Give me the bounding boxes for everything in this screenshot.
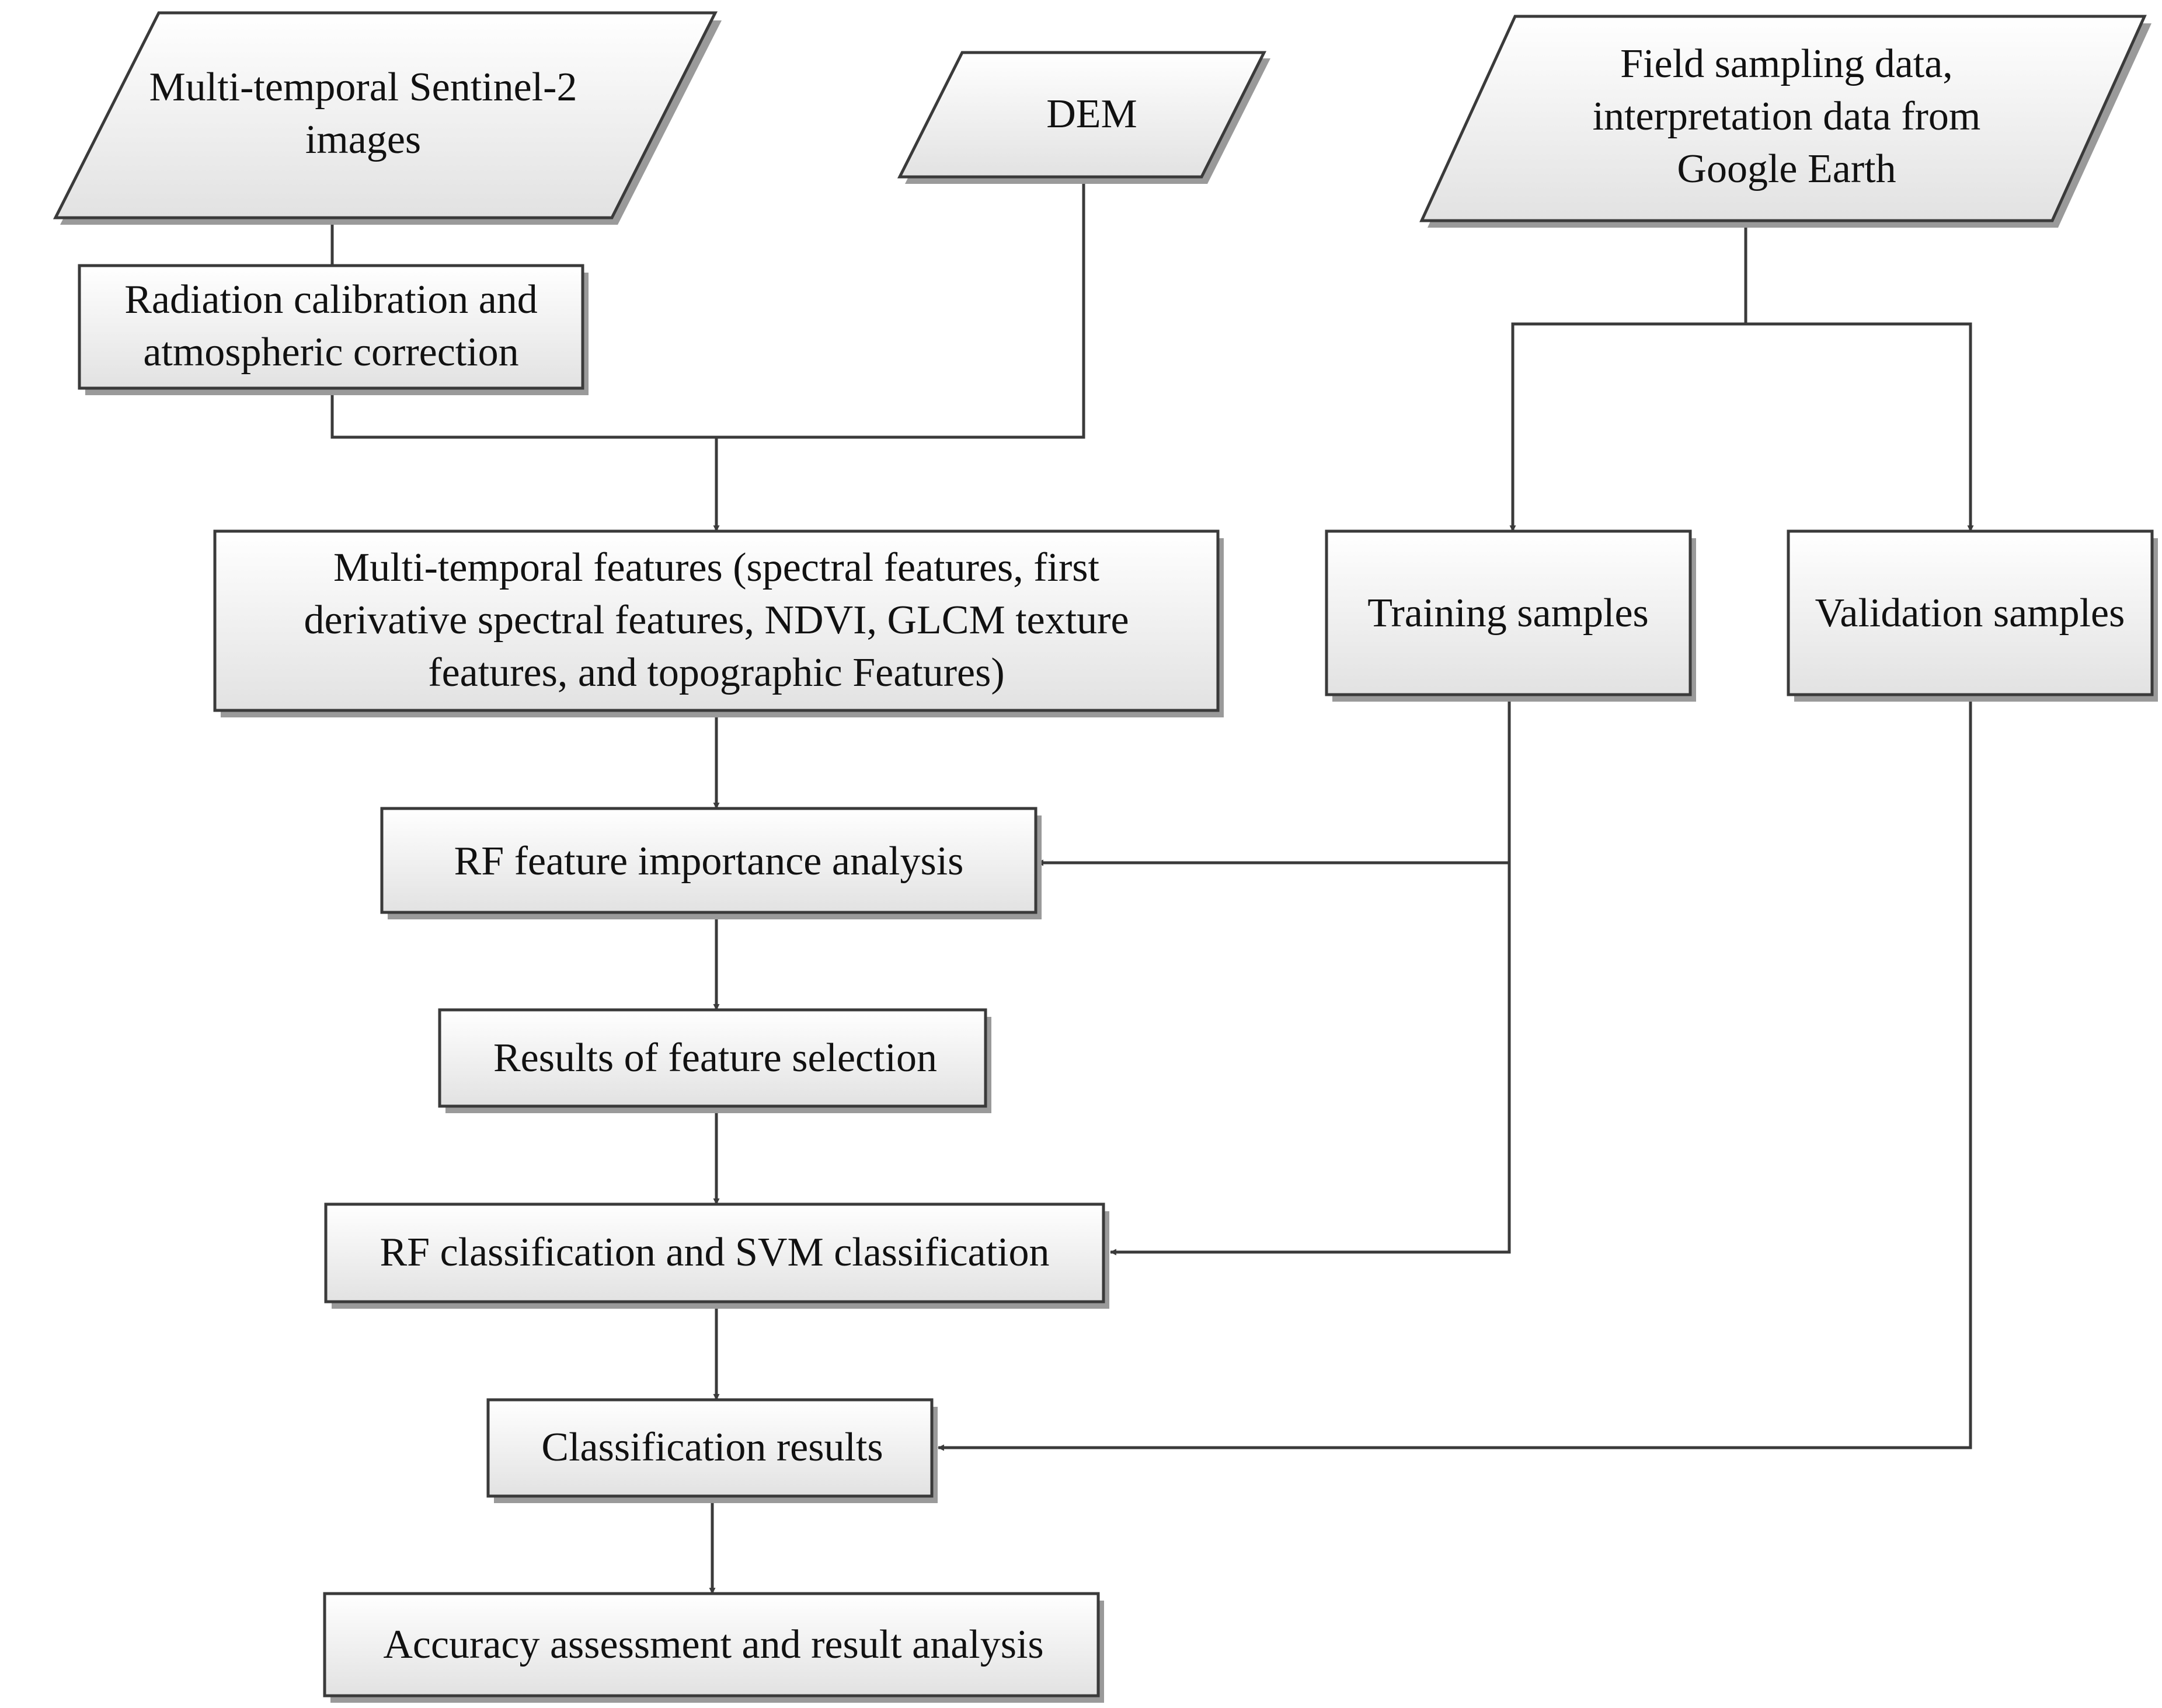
node-field-line-3: Google Earth <box>1677 147 1896 191</box>
node-multi-temporal-features: Multi-temporal features (spectral featur… <box>213 529 1224 717</box>
node-dem-label: DEM <box>1046 92 1137 137</box>
node-training-label: Training samples <box>1367 591 1649 636</box>
node-training-samples: Training samples <box>1325 529 1696 702</box>
node-validation-label: Validation samples <box>1815 591 2125 636</box>
node-selection-label: Results of feature selection <box>493 1036 937 1080</box>
node-features-line-2: derivative spectral features, NDVI, GLCM… <box>304 598 1129 643</box>
node-features-line-3: features, and topographic Features) <box>428 650 1004 695</box>
node-sentinel-line-2: images <box>305 117 421 162</box>
arrow-training-to-rf-importance <box>1036 695 1511 866</box>
node-radiation-calibration: Radiation calibration and atmospheric co… <box>78 264 589 395</box>
node-radiation-line-2: atmospheric correction <box>143 330 518 375</box>
node-field-line-2: interpretation data from <box>1593 94 1981 139</box>
arrow-to-validation <box>1746 322 1974 532</box>
node-field-sampling: Field sampling data, interpretation data… <box>1419 15 2151 228</box>
node-classification-label: RF classification and SVM classification <box>380 1230 1049 1275</box>
node-classification-results: Classification results <box>486 1398 938 1503</box>
node-feature-selection: Results of feature selection <box>438 1008 991 1113</box>
arrow-training-to-classification <box>1109 863 1511 1256</box>
node-results-label: Classification results <box>541 1425 883 1470</box>
node-sentinel-line-1: Multi-temporal Sentinel-2 <box>149 65 577 110</box>
node-sentinel-images: Multi-temporal Sentinel-2 images <box>53 11 722 225</box>
arrow-to-training <box>1509 322 1746 532</box>
node-radiation-line-1: Radiation calibration and <box>124 277 538 322</box>
node-validation-samples: Validation samples <box>1787 529 2158 702</box>
node-rf-feature-importance: RF feature importance analysis <box>380 807 1042 919</box>
node-rf-importance-label: RF feature importance analysis <box>454 839 964 884</box>
arrow-validation-to-results <box>937 695 1972 1451</box>
node-accuracy-label: Accuracy assessment and result analysis <box>383 1622 1043 1667</box>
node-features-line-1: Multi-temporal features (spectral featur… <box>333 545 1100 590</box>
connector-radiation-to-merge <box>330 177 1085 439</box>
node-field-line-1: Field sampling data, <box>1620 41 1953 86</box>
connectors <box>330 177 1974 1595</box>
node-accuracy-assessment: Accuracy assessment and result analysis <box>323 1592 1104 1703</box>
node-dem: DEM <box>897 51 1270 184</box>
node-rf-svm-classification: RF classification and SVM classification <box>324 1202 1109 1309</box>
